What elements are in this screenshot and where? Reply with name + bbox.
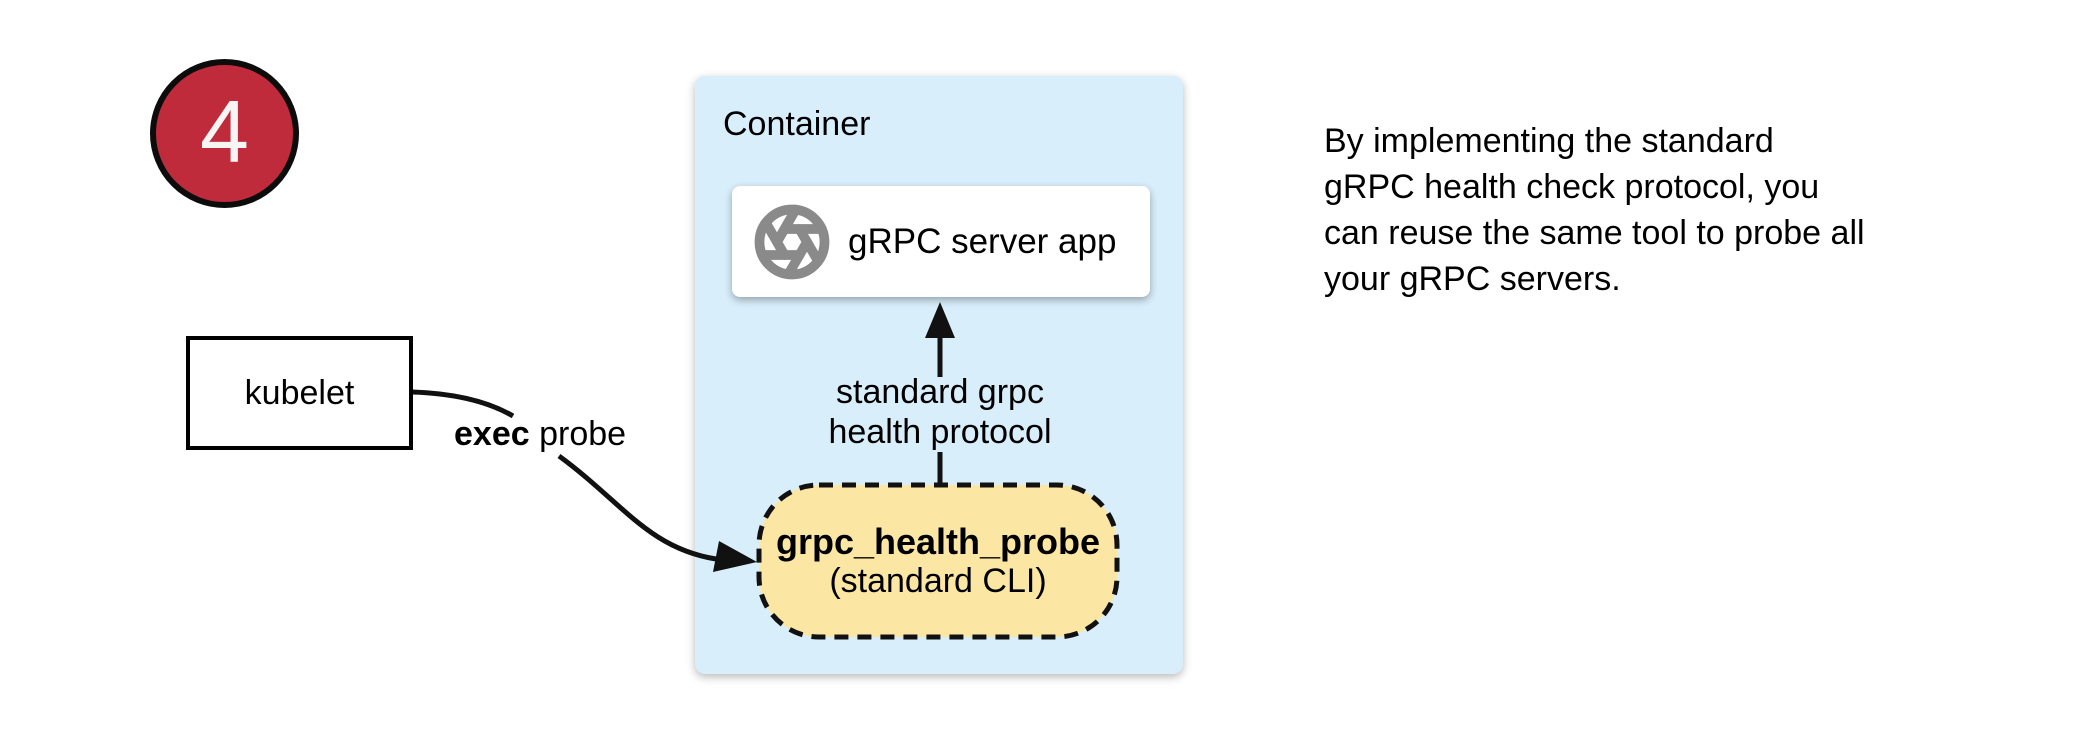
protocol-arrow-label: standard grpc health protocol: [828, 373, 1052, 451]
kubelet-label: kubelet: [244, 373, 355, 412]
exec-probe-arrow-end: [557, 453, 717, 562]
aperture-icon: [754, 204, 830, 279]
exec-probe-label: exec probe: [454, 414, 626, 455]
container-title: Container: [723, 105, 871, 143]
kubelet-node: kubelet: [186, 336, 413, 450]
grpc-server-node: gRPC server app: [732, 186, 1150, 297]
step-number: 4: [200, 81, 249, 181]
probe-subtitle: (standard CLI): [829, 562, 1047, 600]
annotation-text: By implementing the standard gRPC health…: [1324, 122, 1865, 298]
exec-probe-label-bold: exec: [454, 415, 530, 453]
probe-title: grpc_health_probe: [775, 521, 1101, 562]
grpc-server-label: gRPC server app: [848, 221, 1117, 261]
exec-probe-arrow-start: [411, 389, 515, 419]
exec-probe-label-rest: probe: [529, 415, 627, 453]
grpc-health-probe-text: grpc_health_probe (standard CLI): [759, 485, 1117, 637]
step-badge: 4: [150, 59, 299, 208]
